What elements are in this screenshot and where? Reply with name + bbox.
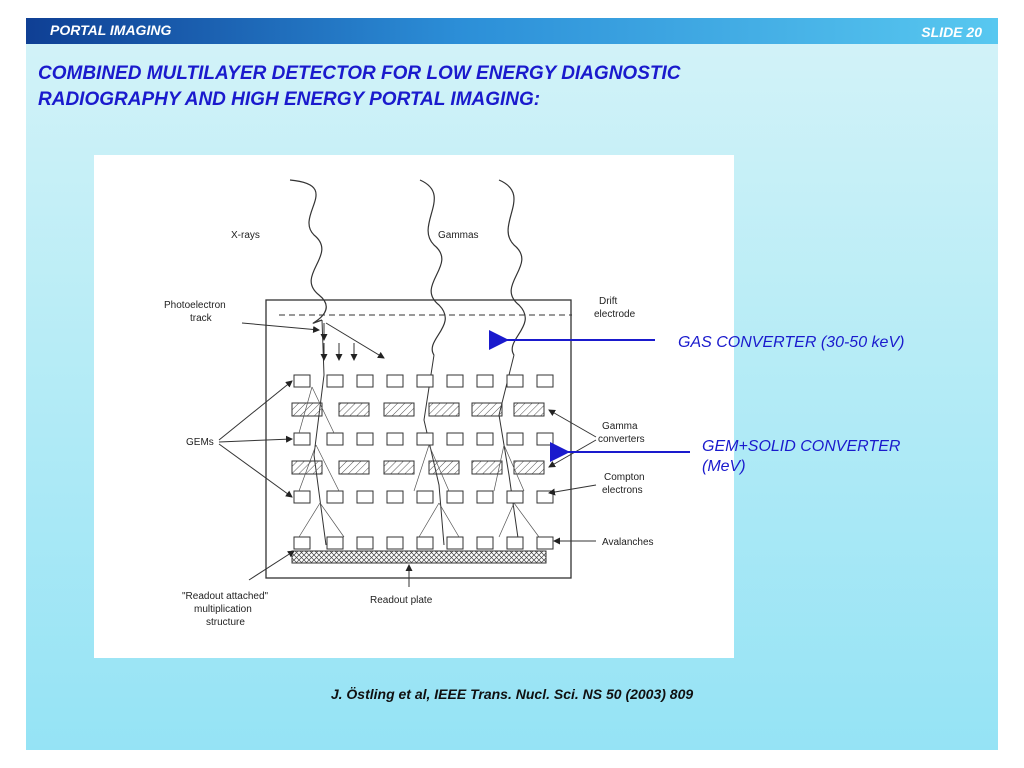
section-title: PORTAL IMAGING <box>50 22 172 38</box>
gamma-wave-2 <box>498 179 526 356</box>
citation: J. Östling et al, IEEE Trans. Nucl. Sci.… <box>330 686 694 702</box>
detector-diagram: X-rays Gammas Photoelectron track Drift … <box>94 155 734 658</box>
label-xrays: X-rays <box>231 230 260 241</box>
detector-diagram-svg: X-rays Gammas Photoelectron track Drift … <box>164 179 654 628</box>
gem-row-2 <box>293 432 554 446</box>
header-bar: PORTAL IMAGING SLIDE 20 <box>26 18 998 44</box>
gem-row-1 <box>293 374 554 388</box>
label-photoelectron-1: Photoelectron <box>164 300 226 311</box>
label-readout-mult-2: multiplication <box>194 604 252 615</box>
converter-row-1 <box>291 402 545 417</box>
gem-row-4 <box>293 536 554 550</box>
slide-title-line-1: COMBINED MULTILAYER DETECTOR FOR LOW ENE… <box>38 63 681 84</box>
converter-row-2 <box>291 460 545 475</box>
gas-converter-callout: GAS CONVERTER (30-50 keV) <box>678 334 905 351</box>
gem-converter-callout-line-2: (MeV) <box>702 458 746 475</box>
label-avalanches: Avalanches <box>602 537 654 548</box>
label-photoelectron-2: track <box>190 313 213 324</box>
gamma-wave-1 <box>419 179 446 356</box>
slide-number: SLIDE 20 <box>921 24 982 40</box>
detector-box <box>265 299 572 579</box>
gem-converter-callout: GEM+SOLID CONVERTER (MeV) <box>702 437 900 477</box>
gem-row-3 <box>293 490 554 504</box>
slide-title-line-2: RADIOGRAPHY AND HIGH ENERGY PORTAL IMAGI… <box>38 89 541 110</box>
slide-title: COMBINED MULTILAYER DETECTOR FOR LOW ENE… <box>38 61 858 113</box>
label-readout-mult-3: structure <box>206 617 245 628</box>
label-gamma-converters-1: Gamma <box>602 421 638 432</box>
label-compton-2: electrons <box>602 485 643 496</box>
label-drift-1: Drift <box>599 296 618 307</box>
gem-converter-callout-line-1: GEM+SOLID CONVERTER <box>702 438 901 455</box>
label-gems: GEMs <box>186 437 214 448</box>
label-compton-1: Compton <box>604 472 645 483</box>
label-gammas: Gammas <box>438 230 479 241</box>
label-drift-2: electrode <box>594 309 636 320</box>
xray-wave <box>289 179 327 324</box>
label-readout-mult-1: "Readout attached" <box>182 591 269 602</box>
label-gamma-converters-2: converters <box>598 434 645 445</box>
label-readout-plate: Readout plate <box>370 595 433 606</box>
